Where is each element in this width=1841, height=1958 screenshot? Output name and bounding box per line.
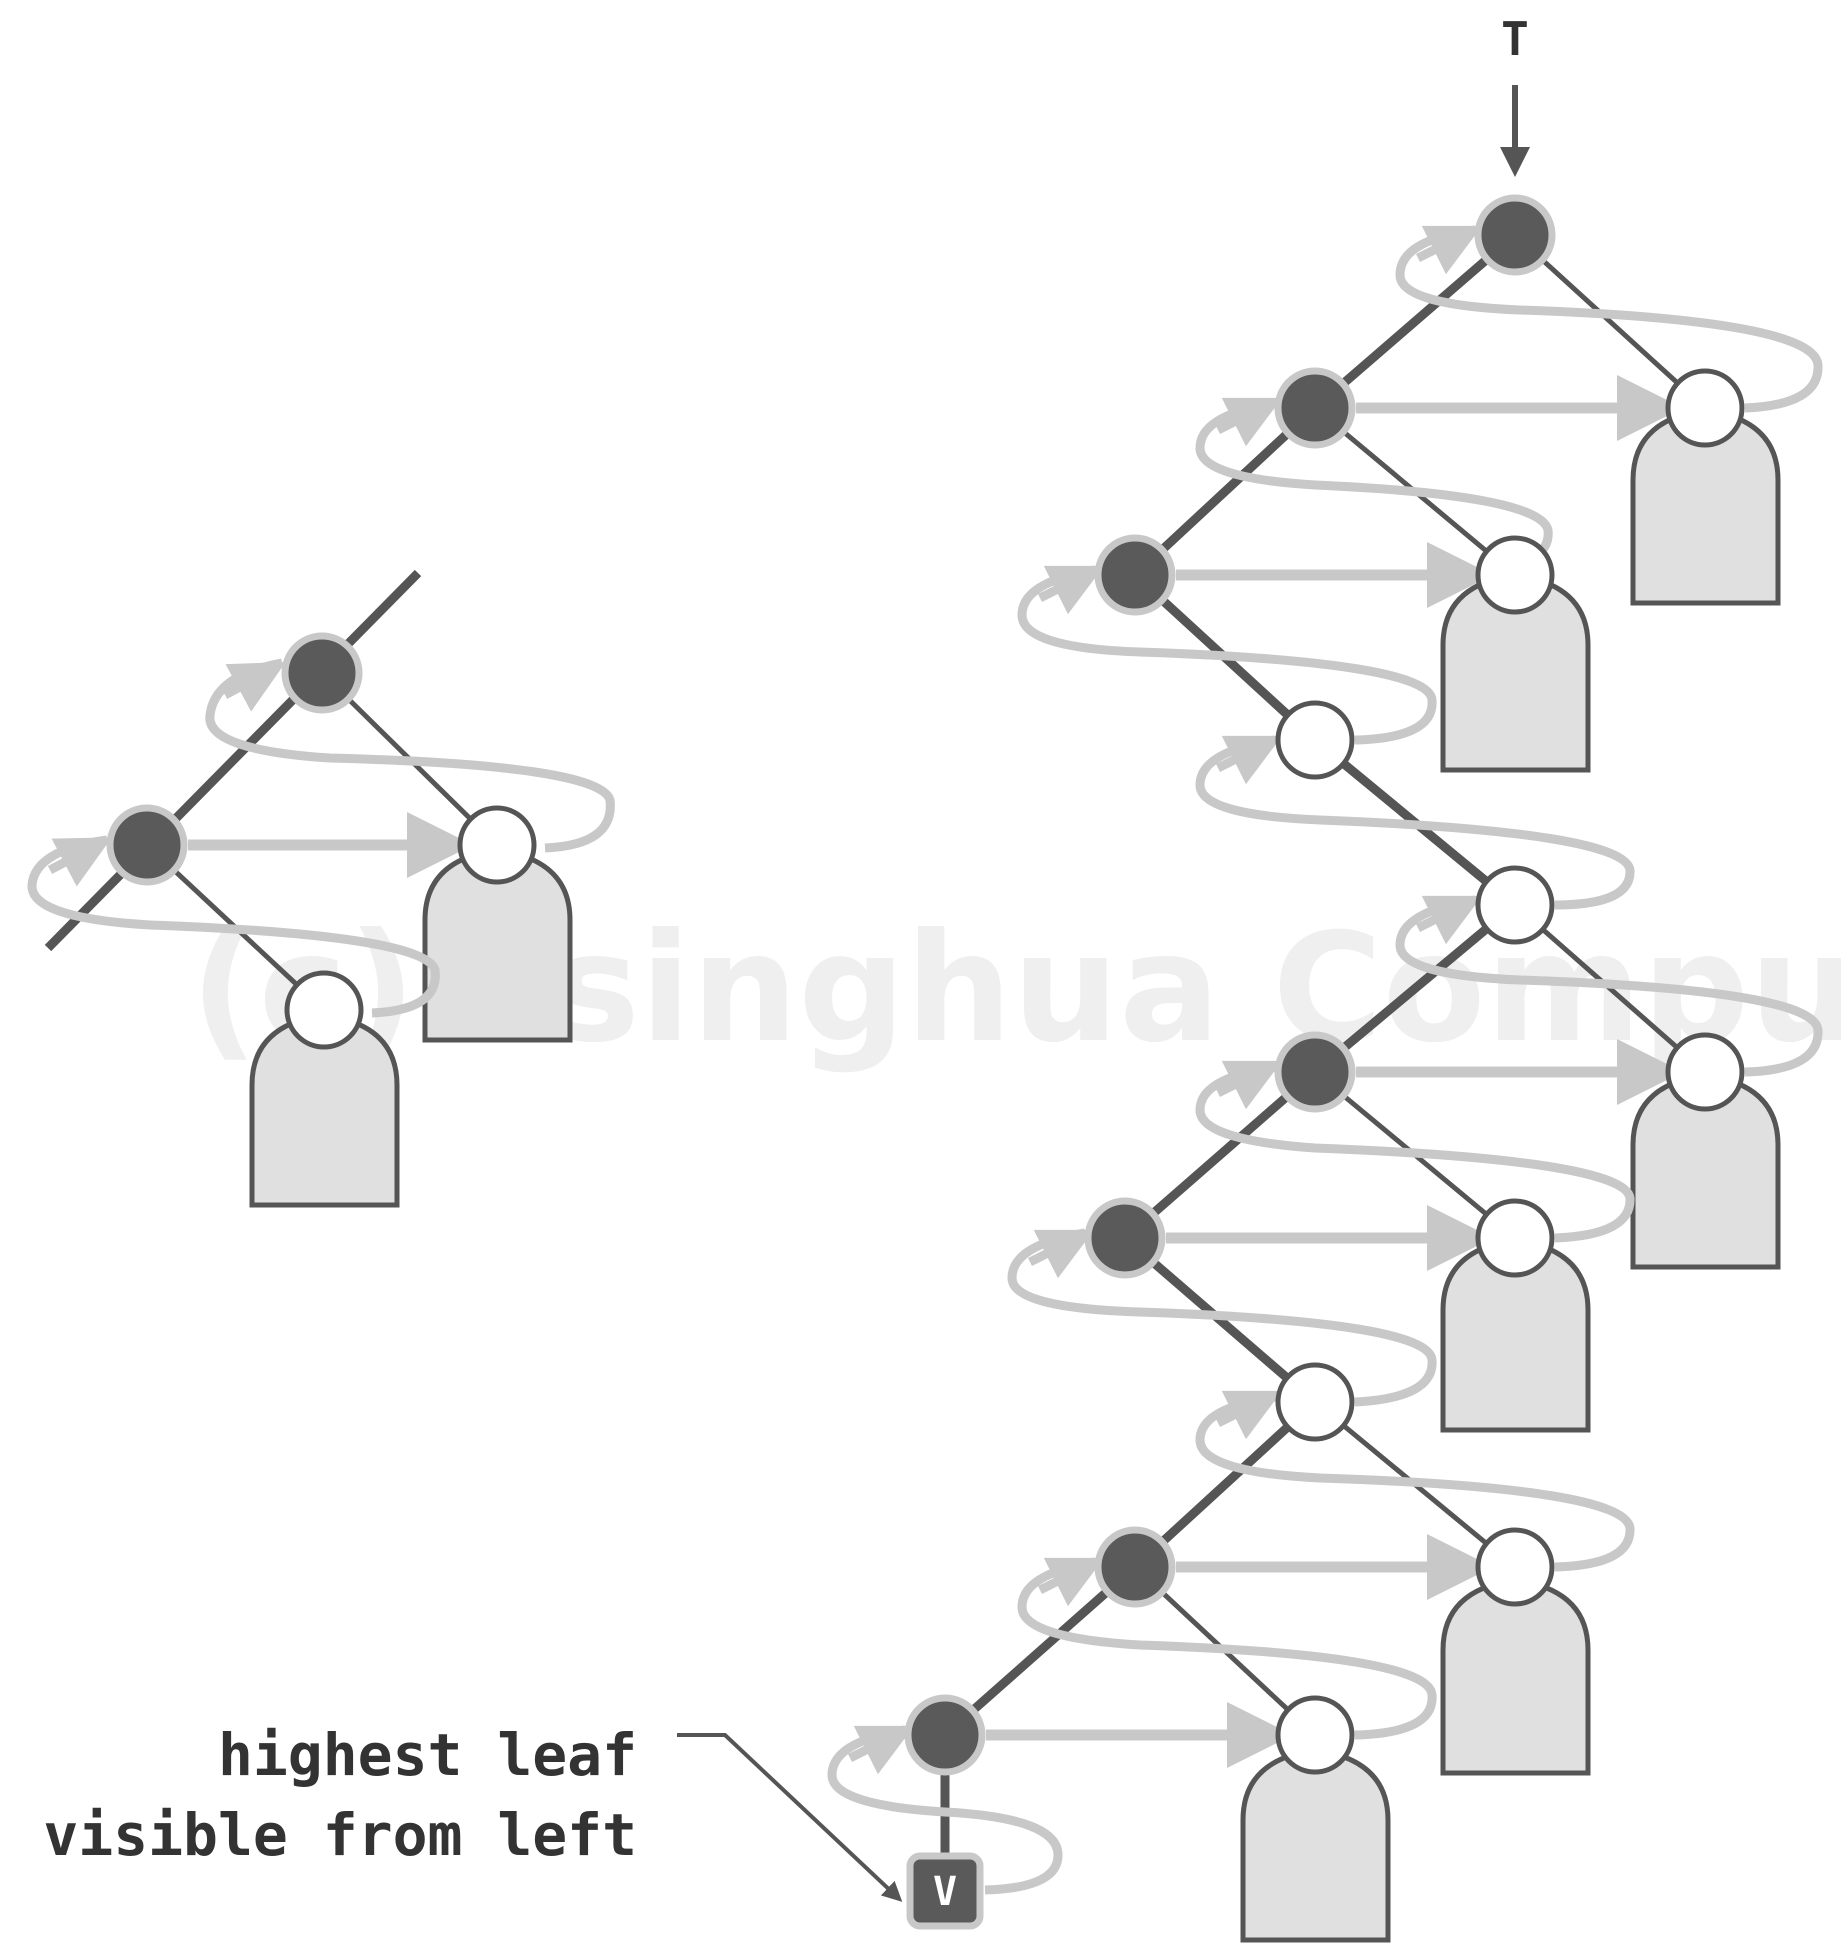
left-open-node (457, 805, 537, 885)
open-node (1275, 1362, 1355, 1442)
left-traversal-arrowhead (47, 837, 112, 887)
left-traversal-loop (27, 835, 440, 1018)
filled-node (904, 1694, 986, 1776)
left-traversal-arrowhead (222, 662, 286, 712)
open-node (1475, 1198, 1555, 1278)
leaf-v-label: V (933, 1869, 957, 1915)
leaf-v-node (906, 1852, 984, 1930)
open-nodes (1275, 368, 1745, 1775)
left-filled-node (281, 632, 363, 714)
open-node (1275, 700, 1355, 780)
left-partial-tree (27, 569, 615, 1208)
subtree (1440, 1577, 1591, 1776)
horizontal-arrows (986, 375, 1683, 1768)
filled-nodes (904, 194, 1556, 1776)
filled-node (1474, 194, 1556, 276)
root-label: T (1501, 12, 1529, 66)
open-node (1475, 1527, 1555, 1607)
traversal-loops (827, 225, 1823, 1895)
caption-line-1: highest leaf (218, 1721, 637, 1789)
subtree (1240, 1747, 1391, 1943)
caption: highest leaf visible from left (43, 1721, 903, 1902)
filled-node (1094, 1526, 1176, 1608)
open-node (1475, 535, 1555, 615)
caption-pointer-arrow (677, 1733, 903, 1902)
left-traversal-loop (205, 658, 615, 853)
filled-node (1094, 534, 1176, 616)
left-filled-node (106, 804, 188, 886)
filled-node (1274, 1031, 1356, 1113)
main-tree: T (827, 12, 1823, 1943)
filled-node (1274, 367, 1356, 449)
open-node (1665, 368, 1745, 448)
left-open-node (284, 970, 364, 1050)
open-node (1475, 865, 1555, 945)
caption-line-2: visible from left (43, 1801, 637, 1869)
filled-node (1084, 1197, 1166, 1279)
traversal-arrowheads (847, 225, 1483, 1775)
open-node (1275, 1695, 1355, 1775)
open-node (1665, 1032, 1745, 1112)
